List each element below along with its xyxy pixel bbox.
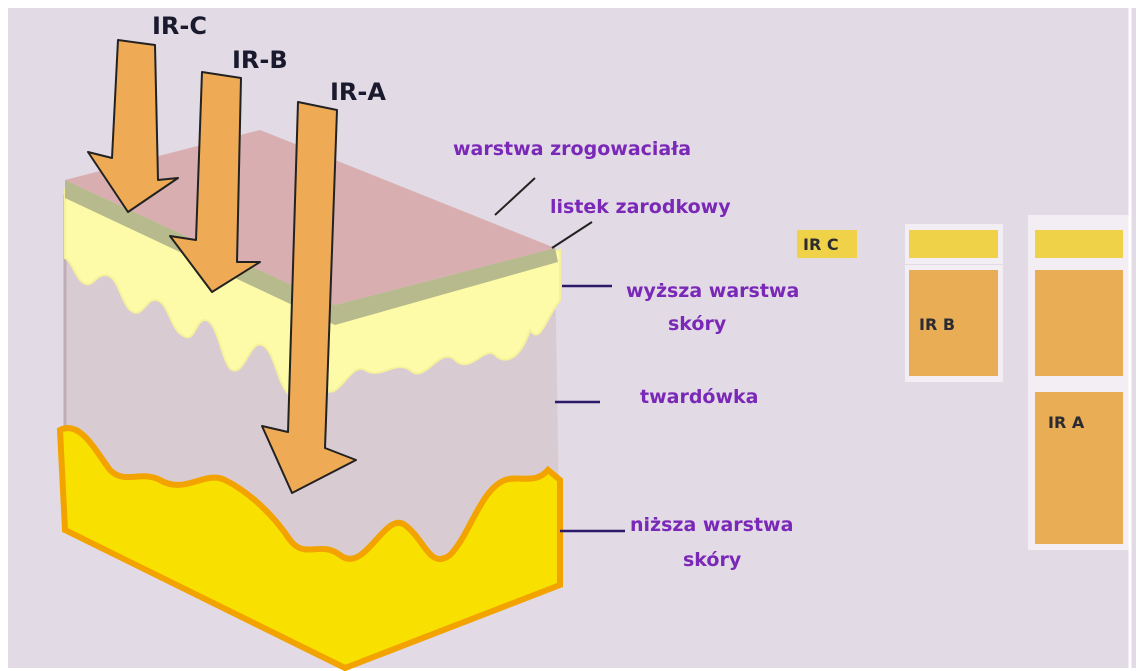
label-bar-ir-c: IR C [803,235,839,254]
label-bar-ir-b: IR B [919,315,955,334]
bar-col2-ir-b [1035,270,1123,376]
bar-col2-ir-c [1035,230,1123,258]
label-dermis: twardówka [640,386,759,408]
bar-col1-ir-c [909,230,998,258]
label-germinal-layer: listek zarodkowy [550,196,731,218]
label-lower-skin-line2: skóry [683,549,742,571]
label-stratum-corneum: warstwa zrogowaciała [453,138,691,160]
label-bar-ir-a: IR A [1048,413,1085,432]
label-ir-a: IR-A [330,78,386,106]
label-lower-skin-line1: niższa warstwa [630,514,793,536]
label-upper-skin-line2: skóry [668,313,727,335]
label-ir-b: IR-B [232,46,288,74]
label-upper-skin-line1: wyższa warstwa [626,280,799,302]
label-ir-c: IR-C [152,12,207,40]
